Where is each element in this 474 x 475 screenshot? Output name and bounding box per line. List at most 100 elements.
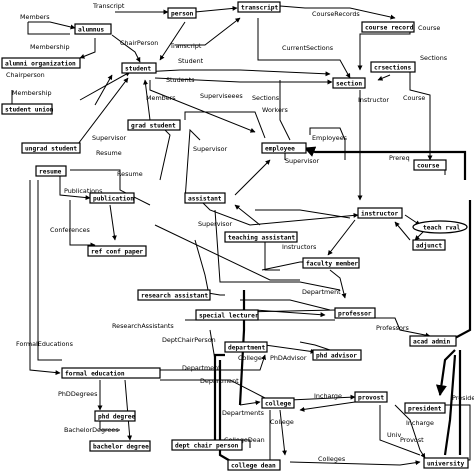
node-label: faculty member [306,261,358,268]
node-label: adjunct [416,242,442,250]
node-label: section [336,80,362,88]
edge-label: BachelorDegrees [64,426,119,434]
edge [239,400,261,406]
edge [199,199,359,226]
edge [309,127,346,160]
node-department[interactable]: department [224,341,268,353]
edge-label: Membership [30,43,70,51]
edge [264,240,280,271]
edge-label: Course [403,94,425,102]
edge [279,80,291,141]
node-acad-admin[interactable]: acad admin [409,335,457,347]
node-label: professor [338,311,372,318]
edge [154,224,300,281]
edge [141,69,331,77]
edge [159,124,171,181]
node-publication[interactable]: publication [89,192,135,204]
edge [59,175,91,201]
node-grad-student[interactable]: grad student [127,119,181,131]
edge-label: Members [20,13,50,21]
edge-label: Sections [252,94,280,102]
node-student[interactable]: student [121,62,157,74]
edge-labels: Transcript Members CourseRecords Course … [6,2,474,463]
edge [160,379,266,399]
node-teach-rval[interactable]: teach rval [412,220,468,234]
node-ungrad-student[interactable]: ungrad student [21,142,81,154]
node-dept-chair-person[interactable]: dept chair person [171,439,243,451]
node-label: bachelor degree [93,444,149,451]
edge [257,18,351,79]
node-course[interactable]: course [413,159,447,171]
edge [111,34,141,63]
edge [159,21,186,61]
edge [365,317,431,338]
node-ref-conf-paper[interactable]: ref conf paper [87,245,147,257]
node-college-dean[interactable]: college dean [227,459,281,471]
edge [184,111,266,139]
node-section[interactable]: section [332,77,366,89]
node-label: president [408,405,442,413]
edge [240,299,331,311]
edge-label: Superviseees [200,92,243,100]
edge-label: CurrentSections [282,44,334,52]
node-label: provost [358,395,384,402]
node-label: resume [39,169,62,176]
node-person[interactable]: person [167,7,197,19]
node-label: alumni organization [5,60,76,68]
edge-label: Student [178,57,204,65]
edge [124,379,133,441]
node-label: person [171,11,194,18]
node-crsections[interactable]: crsections [370,61,416,73]
node-phd-degree[interactable]: phd degree [94,410,136,422]
node-label: teaching assistant [228,234,295,242]
edge-label: ResearchAssistants [112,322,174,330]
node-alumnus[interactable]: alumnus [74,23,112,35]
node-transcript[interactable]: transcript [237,1,281,13]
edge-label: Instructor [358,96,389,104]
edge [435,349,456,397]
edge [184,128,201,201]
node-assistant[interactable]: assistant [184,192,226,204]
node-research-assistant[interactable]: research assistant [137,289,211,301]
node-student-union[interactable]: student union [1,103,54,115]
node-professor[interactable]: professor [334,307,376,319]
node-college[interactable]: college [261,397,295,409]
node-label: instructor [361,210,399,218]
node-label: phd degree [98,414,136,421]
node-label: ungrad student [25,146,77,153]
node-resume[interactable]: resume [35,165,67,177]
node-course-record[interactable]: course record [361,21,415,33]
edge-label: DeptChairPerson [162,336,216,344]
node-label: research assistant [141,292,208,300]
node-provost[interactable]: provost [354,391,388,403]
node-faculty-member[interactable]: faculty member [302,257,360,269]
node-bachelor-degree[interactable]: bachelor degree [89,440,151,452]
edge [394,404,426,459]
edge-label: PhDAdvisor [270,354,307,362]
node-special-lecturer[interactable]: special lecturer [195,309,259,321]
edge [143,79,151,121]
edge [74,77,129,149]
node-formal-education[interactable]: formal education [61,367,161,379]
edge [194,5,238,13]
node-label: university [427,460,465,468]
node-employee[interactable]: employee [261,142,307,154]
node-university[interactable]: university [423,457,469,469]
node-president[interactable]: president [404,402,446,414]
edge [109,204,117,241]
node-adjunct[interactable]: adjunct [412,239,446,251]
edge-label: College [270,418,294,426]
node-teaching-assistant[interactable]: teaching assistant [224,231,298,243]
edge-label: Supervisor [285,157,320,165]
node-phd-advisor[interactable]: phd advisor [312,349,362,361]
node-alumni-organization[interactable]: alumni organization [1,57,81,69]
edge-label: Incharge [314,392,342,400]
edge-label: CollegeDean [224,436,265,444]
edge [79,38,96,59]
edge-label: Students [166,76,195,84]
edge-label: Department [182,364,221,372]
edge-label: Resume [96,149,122,157]
edge-label: Course [418,24,440,32]
node-label: formal education [65,370,125,378]
node-instructor[interactable]: instructor [357,207,403,219]
